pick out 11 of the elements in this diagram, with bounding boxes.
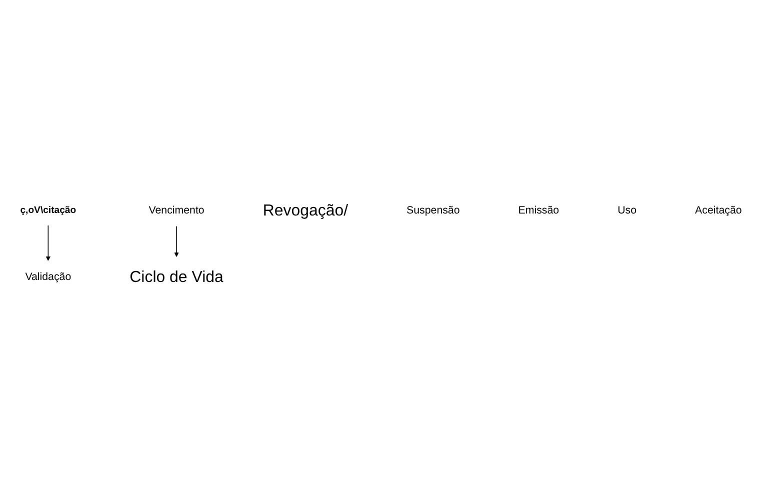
node-text: Emissão xyxy=(518,204,560,216)
node-text: ç,oV\citação xyxy=(20,204,76,215)
node-text: Aceitação xyxy=(695,204,742,216)
node-text: Revogação/ xyxy=(262,200,348,219)
node-text: Suspensão xyxy=(406,204,460,216)
node-text: Uso xyxy=(618,204,637,216)
node-text: Validação xyxy=(25,270,72,282)
node-text: Ciclo de Vida xyxy=(130,267,224,286)
arrow xyxy=(174,225,179,256)
node-text: Vencimento xyxy=(148,204,204,216)
arrow xyxy=(46,224,50,260)
